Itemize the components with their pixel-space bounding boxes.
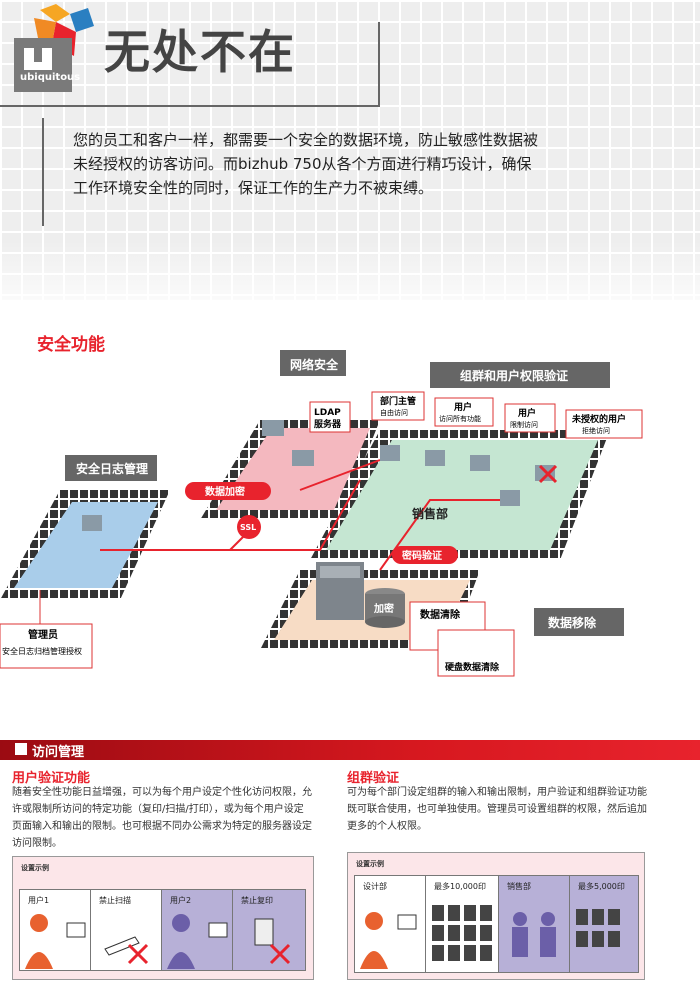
user-limited-desc: 限制访问 xyxy=(510,420,538,429)
example-title-right: 设置示例 xyxy=(356,860,384,868)
ssl-label: SSL xyxy=(240,523,256,532)
grid-fade xyxy=(0,240,700,320)
page-stack-icons-sales xyxy=(576,909,620,947)
encrypt-label: 加密 xyxy=(373,602,394,615)
user-all-label: 用户 xyxy=(453,401,472,413)
data-removal-label: 数据移除 xyxy=(548,615,597,630)
log-mgmt-label: 安全日志管理 xyxy=(76,461,148,476)
dept-head-desc: 自由访问 xyxy=(380,408,408,417)
user-all-desc: 访问所有功能 xyxy=(439,414,481,423)
copy-doc-icon xyxy=(254,918,274,946)
intro-paragraph: 您的员工和客户一样，都需要一个安全的数据环境，防止敏感性数据被未经授权的访客访问… xyxy=(73,131,539,197)
data-encryption-pill xyxy=(185,482,271,500)
left-example-box: 设置示例 用户1 禁止扫描 用户2 禁止复印 xyxy=(12,856,314,980)
cell-no-scan: 禁止扫描 xyxy=(90,889,162,971)
dept-head-label: 部门主管 xyxy=(380,395,416,407)
access-bar-label: 访问管理 xyxy=(32,745,85,760)
arrow-icon xyxy=(15,743,27,755)
scanner-icon xyxy=(104,936,140,956)
data-encryption-label: 数据加密 xyxy=(205,485,245,498)
group-auth-badge xyxy=(430,362,610,388)
user-auth-text: 随着安全性功能日益增强，可以为每个用户设定个性化访问权限，允许或限制所访问的特定… xyxy=(12,787,312,849)
data-removal-badge xyxy=(534,608,624,636)
password-auth-pill xyxy=(392,546,458,564)
unauthorized-label: 未授权的用户 xyxy=(571,413,626,425)
logo-text: ubiquitous xyxy=(20,72,80,83)
data-clear-label: 数据清除 xyxy=(420,608,461,621)
person-icon-design xyxy=(365,912,383,930)
security-section-title: 安全功能 xyxy=(37,335,105,355)
page-title: 无处不在 xyxy=(104,25,296,79)
log-mgmt-badge xyxy=(65,455,157,481)
intro-rule xyxy=(42,118,44,226)
group-platform xyxy=(326,440,598,550)
ldap-label-2: 服务器 xyxy=(314,418,342,430)
cell-user2: 用户2 xyxy=(161,889,233,971)
left-example-icons xyxy=(25,914,291,969)
group-auth-text: 可为每个部门设定组群的输入和输出限制，用户验证和组群验证功能既可联合使用，也可单… xyxy=(347,787,647,832)
person-icon-2 xyxy=(172,914,190,932)
example-title: 设置示例 xyxy=(21,864,49,872)
network-security-label: 网络安全 xyxy=(290,357,339,372)
security-diagram: 网络安全 LDAP 服务器 组群和用户权限验证 部门主管 自由访问 用户 访问所… xyxy=(0,350,643,677)
hdd-clear-label: 硬盘数据清除 xyxy=(445,661,500,673)
log-platform xyxy=(14,502,158,588)
group-auth-title: 组群验证 xyxy=(347,771,400,786)
ubiquitous-logo: ubiquitous xyxy=(14,4,94,92)
ldap-label-1: LDAP xyxy=(314,408,341,418)
password-auth-label: 密码验证 xyxy=(402,549,442,562)
user-auth-title: 用户验证功能 xyxy=(12,771,91,786)
page-stack-icons xyxy=(432,905,492,961)
unauthorized-desc: 拒绝访问 xyxy=(582,426,610,435)
title-underline xyxy=(0,105,380,107)
title-divider xyxy=(378,22,380,107)
access-bar xyxy=(0,740,700,760)
group-auth-label: 组群和用户权限验证 xyxy=(460,368,568,383)
right-example-icons xyxy=(360,905,620,969)
person-icon-1 xyxy=(30,914,48,932)
sales-dept-label: 销售部 xyxy=(412,506,448,521)
admin-label: 管理员 xyxy=(28,628,58,641)
sales-people-icons xyxy=(512,912,556,957)
right-example-box: 设置示例 设计部 最多10,000印 销售部 最多5,000印 xyxy=(347,852,645,980)
network-security-badge xyxy=(280,350,346,376)
user-limited-label: 用户 xyxy=(517,407,536,419)
ssl-badge xyxy=(237,515,261,539)
deny-cross-b xyxy=(538,464,558,484)
admin-desc: 安全日志归档管理授权 xyxy=(2,646,82,656)
